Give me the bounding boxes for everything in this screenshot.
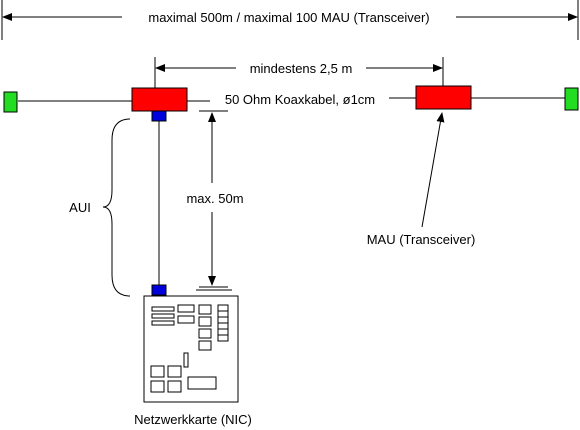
aui-cable [151,110,167,296]
aui-brace: AUI [69,118,131,297]
mau-right [415,85,472,110]
mau-left [131,87,188,112]
mau-pointer: MAU (Transceiver) [367,112,476,247]
total-length-label: maximal 500m / maximal 100 MAU (Transcei… [148,10,429,25]
right-terminator [564,87,579,111]
aui-length-label: max. 50m [186,191,243,206]
aui-length-dimension: max. 50m [186,110,244,288]
left-terminator [3,91,18,113]
coax-cable-label: 50 Ohm Koaxkabel, ø1cm [225,92,375,107]
total-length-dimension: maximal 500m / maximal 100 MAU (Transcei… [1,0,579,40]
coax-cable: 50 Ohm Koaxkabel, ø1cm [18,92,565,107]
mau-label: MAU (Transceiver) [367,232,476,247]
network-card: Netzwerkkarte (NIC) [134,289,252,427]
aui-label: AUI [69,200,91,215]
min-spacing-label: mindestens 2,5 m [250,61,353,76]
min-spacing-dimension: mindestens 2,5 m [154,57,444,90]
aui-connector-bottom [151,284,167,296]
aui-connector-top [151,110,167,122]
nic-label: Netzwerkkarte (NIC) [134,412,252,427]
